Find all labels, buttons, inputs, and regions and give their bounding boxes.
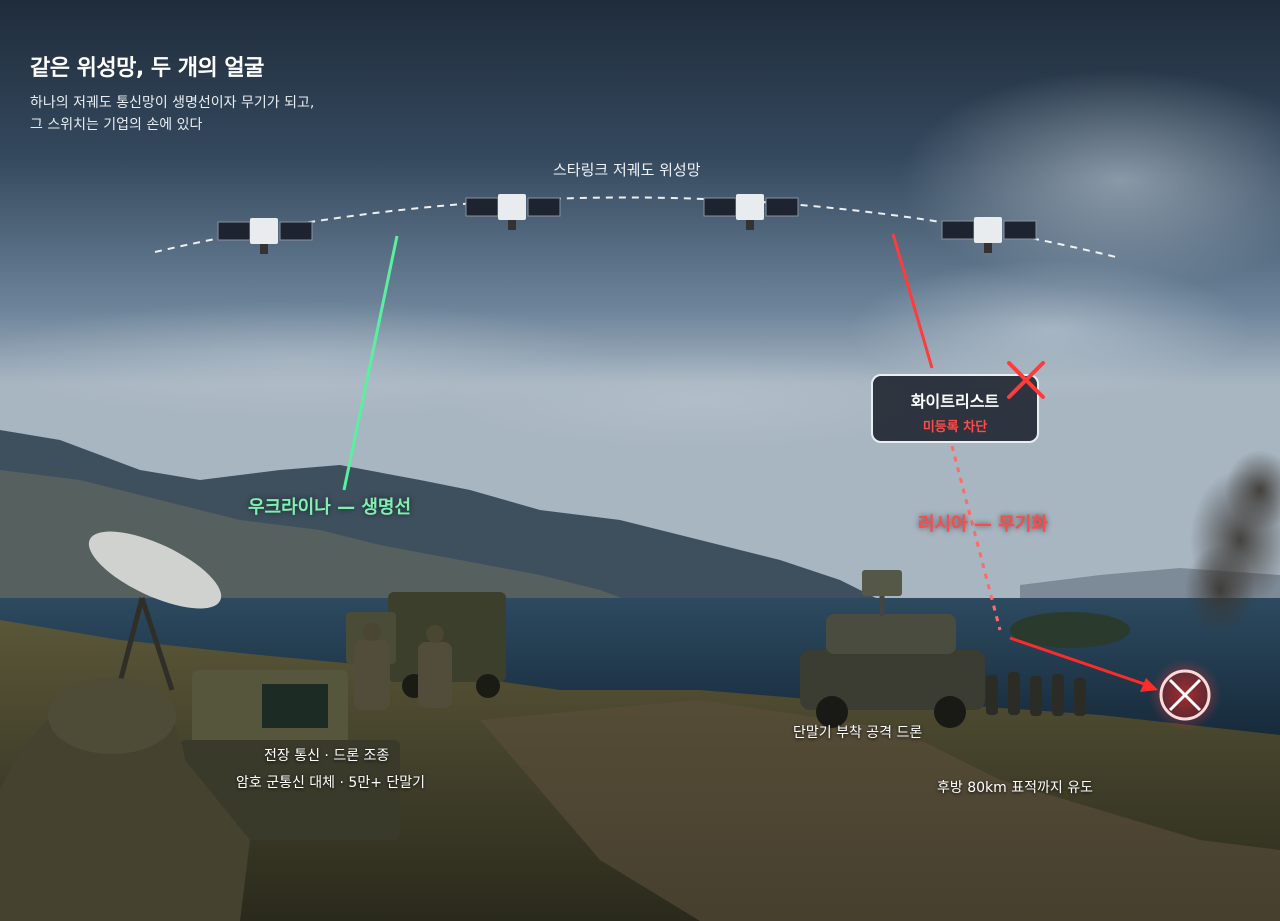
weapon-beam-dashed [950,445,1002,631]
guidance-caption: 후방 80km 표적까지 유도 [937,780,1093,796]
lifeline-beam [342,235,399,491]
comms-caption: 전장 통신 · 드론 조종 [264,748,390,764]
weapon-beam-upper [891,233,934,369]
satellite-1 [217,218,313,254]
target-icon [1149,659,1221,731]
ukraine-label: 우크라이나 — 생명선 [248,497,412,518]
guidance-arrow [1009,636,1151,688]
subtitle-line-2: 그 스위치는 기업의 손에 있다 [30,117,203,133]
page-title: 같은 위성망, 두 개의 얼굴 [30,56,264,81]
page-subtitle: 하나의 저궤도 통신망이 생명선이자 무기가 되고, 그 스위치는 기업의 손에… [30,92,314,136]
satellite-4 [941,217,1037,253]
satellite-2 [465,194,561,230]
blocked-x-icon [1007,361,1045,399]
orbit-label: 스타링크 저궤도 위성망 [553,161,701,179]
comms-detail-caption: 암호 군통신 대체 · 5만+ 단말기 [236,775,426,791]
whitelist-subtitle: 미등록 차단 [922,420,988,435]
russia-label: 러시아 — 무기화 [918,514,1048,535]
subtitle-line-1: 하나의 저궤도 통신망이 생명선이자 무기가 되고, [30,95,315,111]
drone-caption: 단말기 부착 공격 드론 [793,725,923,741]
whitelist-box: 화이트리스트 미등록 차단 [871,374,1039,443]
satellite-3 [703,194,799,230]
whitelist-title: 화이트리스트 [910,392,1000,411]
